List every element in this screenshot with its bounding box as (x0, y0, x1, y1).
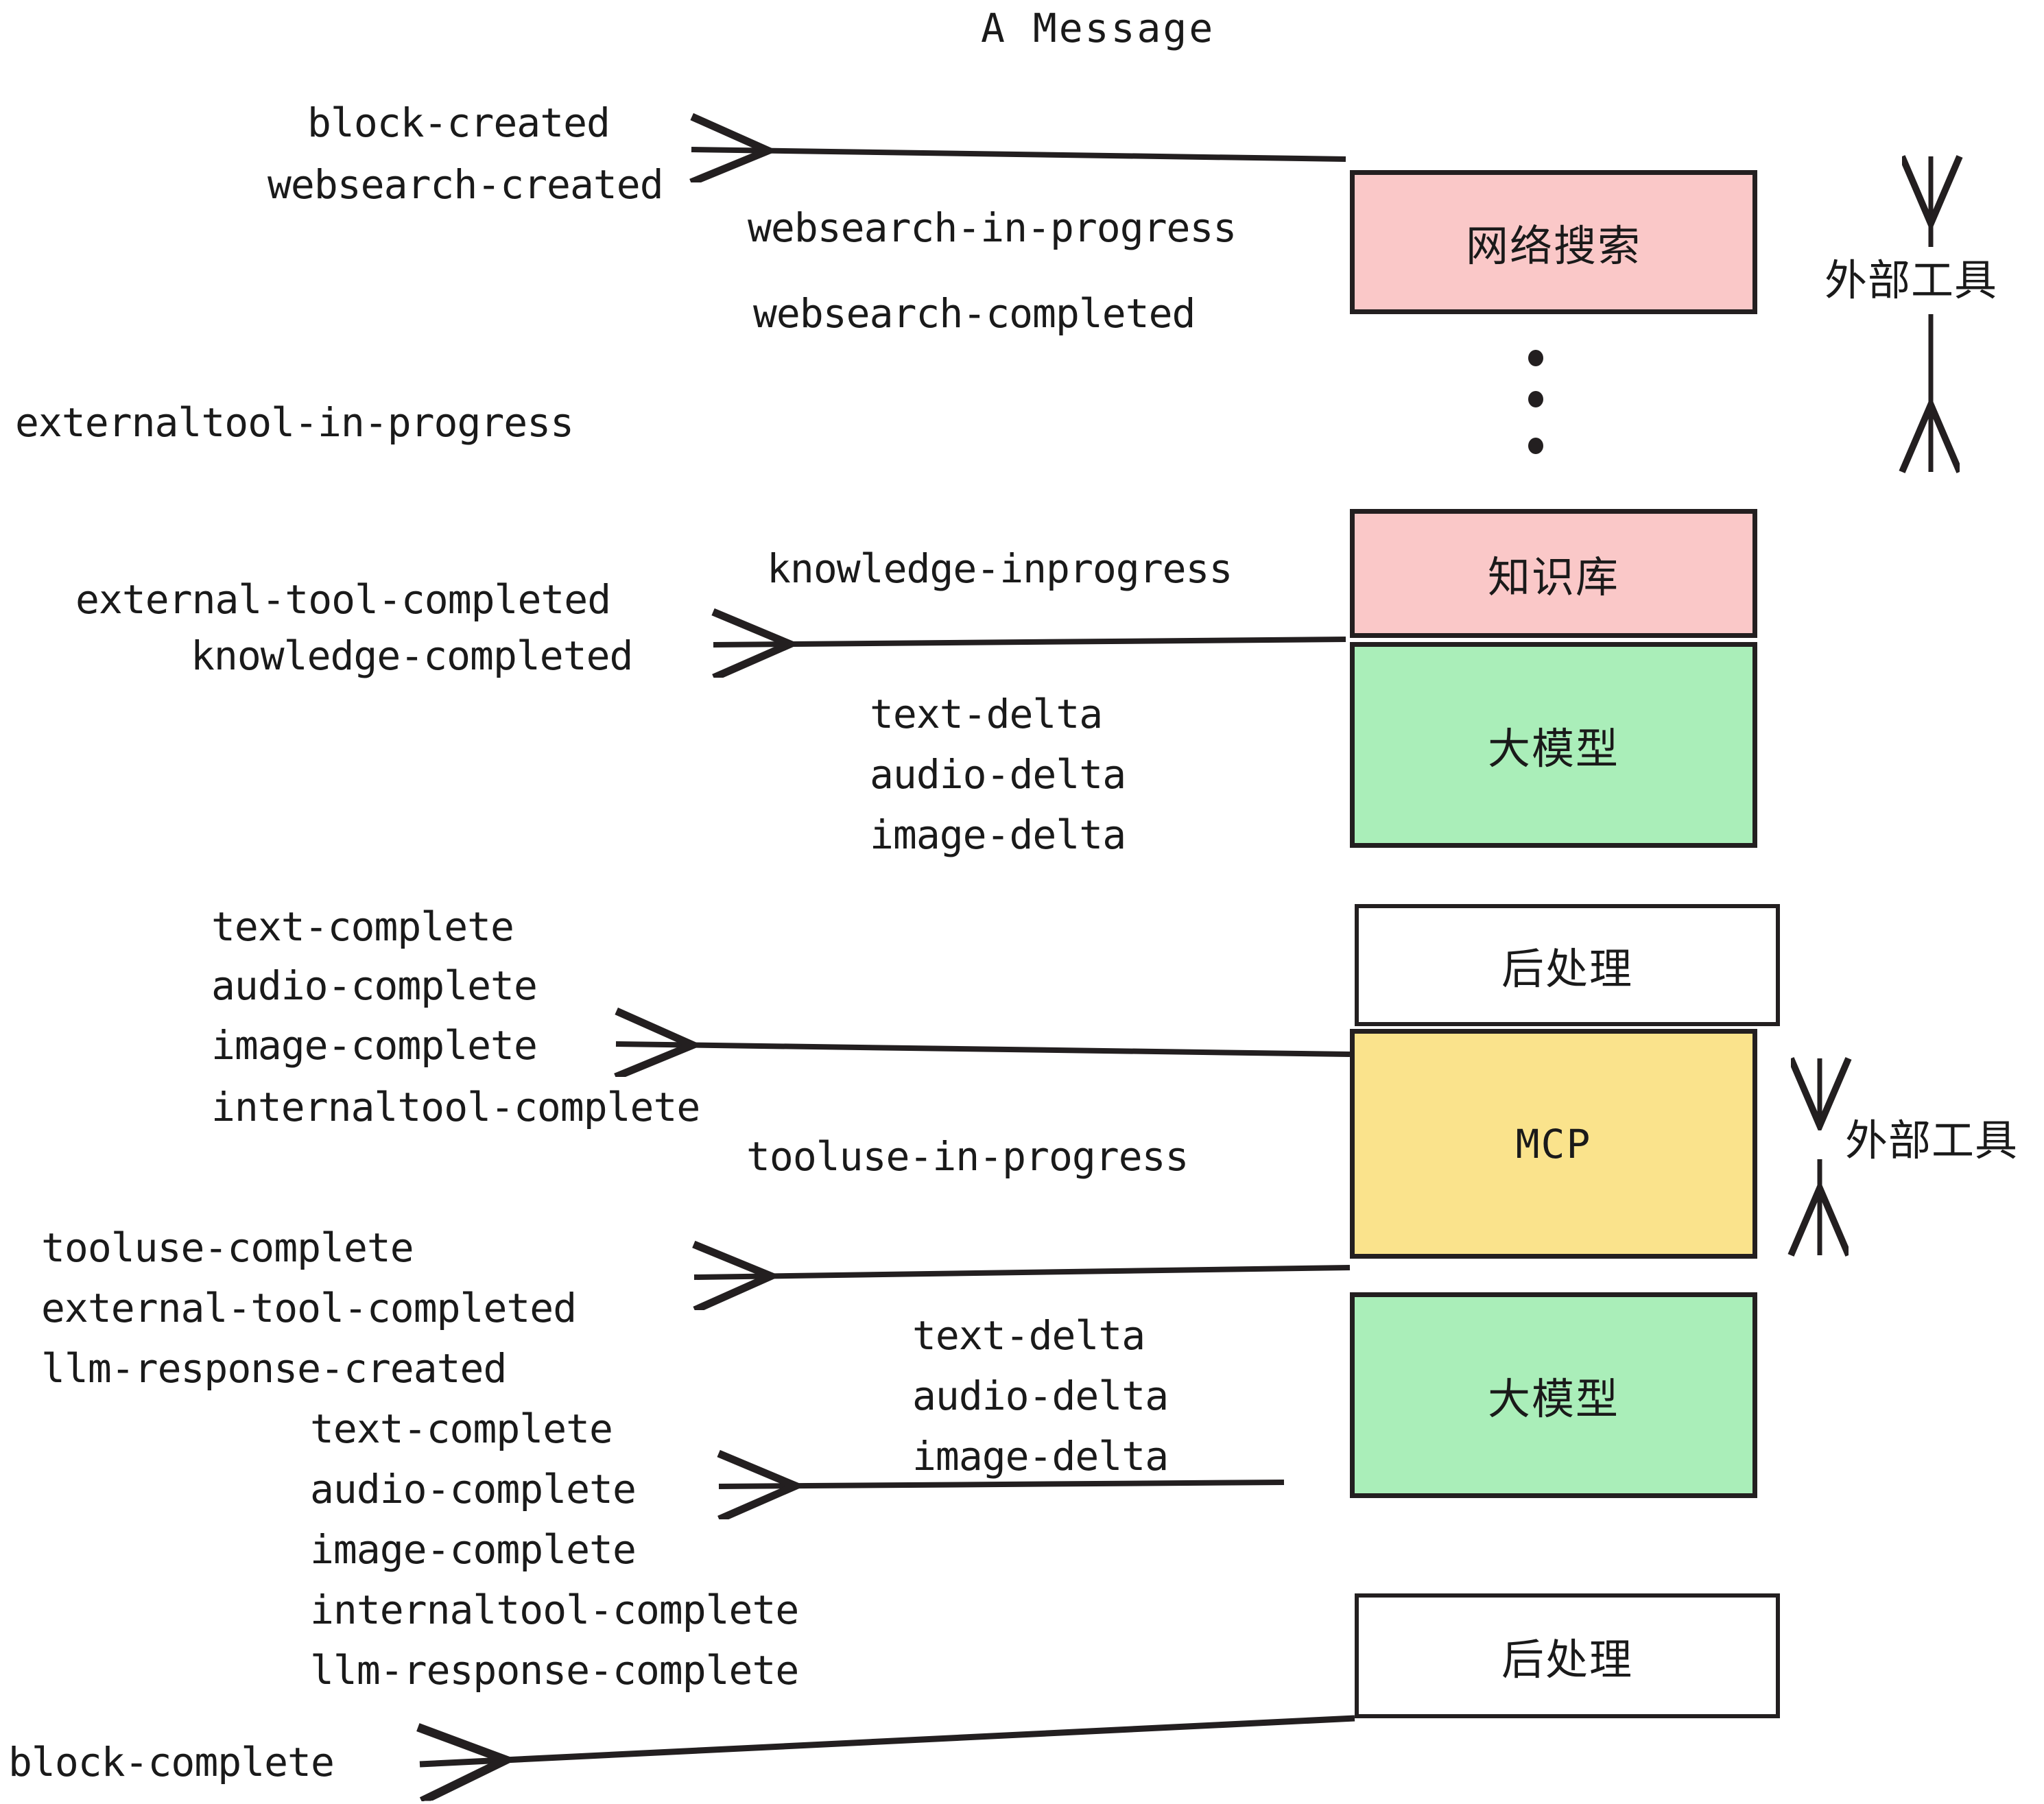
event-text-delta-1: text-delta (870, 691, 1103, 737)
arrow-knowledge-completed (713, 639, 1346, 645)
node-mcp[interactable]: MCP (1350, 1029, 1757, 1259)
node-llm-2[interactable]: 大模型 (1350, 1292, 1757, 1498)
node-llm-1[interactable]: 大模型 (1350, 642, 1757, 848)
arrow-audio-complete (719, 1482, 1285, 1486)
event-websearch-in-progress: websearch-in-progress (748, 204, 1237, 251)
event-image-complete-1: image-complete (211, 1022, 538, 1069)
event-image-delta-1: image-delta (870, 811, 1126, 858)
event-knowledge-inprogress: knowledge-inprogress (767, 545, 1233, 592)
event-websearch-created: websearch-created (268, 161, 664, 208)
event-external-tool-completed-2: external-tool-completed (41, 1285, 577, 1331)
page-title: A Message (981, 5, 1215, 51)
event-websearch-completed: websearch-completed (753, 290, 1196, 337)
event-llm-response-created: llm-response-created (41, 1345, 507, 1392)
ellipsis-dot-1 (1528, 350, 1543, 366)
node-postprocess-2[interactable]: 后处理 (1355, 1593, 1780, 1718)
event-tooluse-in-progress: tooluse-in-progress (746, 1133, 1189, 1180)
node-websearch[interactable]: 网络搜索 (1350, 170, 1757, 314)
event-llm-response-complete: llm-response-complete (310, 1647, 799, 1694)
event-internaltool-complete-2: internaltool-complete (310, 1587, 799, 1633)
event-image-delta-2: image-delta (912, 1433, 1169, 1480)
event-image-complete-2: image-complete (310, 1526, 637, 1573)
arrow-tooluse-complete (694, 1268, 1351, 1277)
event-text-complete-1: text-complete (211, 903, 514, 950)
ellipsis-dot-2 (1528, 391, 1543, 407)
event-externaltool-in-progress: externaltool-in-progress (15, 399, 574, 446)
event-text-delta-2: text-delta (912, 1312, 1145, 1359)
arrow-websearch-created (691, 150, 1346, 159)
event-block-created: block-created (307, 99, 610, 146)
event-internaltool-complete-1: internaltool-complete (211, 1084, 700, 1130)
arrow-image-complete (616, 1044, 1351, 1054)
node-knowledge[interactable]: 知识库 (1350, 509, 1757, 638)
event-tooluse-complete: tooluse-complete (41, 1224, 414, 1271)
event-external-tool-completed-1: external-tool-completed (75, 576, 611, 623)
event-audio-complete-2: audio-complete (310, 1466, 637, 1512)
arrow-block-complete (420, 1715, 1355, 1764)
event-block-complete: block-complete (8, 1739, 335, 1785)
ellipsis-dot-3 (1528, 438, 1543, 454)
annotation-external-tools-bottom: 外部工具 (1845, 1115, 2019, 1165)
event-text-complete-2: text-complete (310, 1405, 613, 1452)
node-postprocess-1[interactable]: 后处理 (1355, 904, 1780, 1026)
event-audio-delta-1: audio-delta (870, 751, 1126, 798)
event-audio-delta-2: audio-delta (912, 1373, 1169, 1419)
event-knowledge-completed: knowledge-completed (191, 632, 633, 679)
event-audio-complete-1: audio-complete (211, 962, 538, 1009)
annotation-external-tools-top: 外部工具 (1825, 255, 1998, 305)
